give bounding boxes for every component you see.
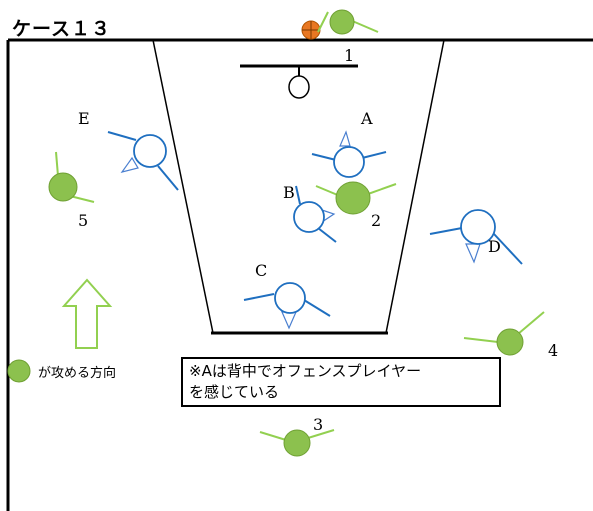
defense-label-d: D: [488, 237, 501, 256]
defense-player-d: [429, 209, 523, 265]
defense-player-b: [293, 185, 337, 243]
legend-text: が攻める方向: [38, 366, 117, 381]
note-line-2: を感じている: [189, 383, 280, 401]
offense-label-2: 2: [371, 211, 381, 230]
defense-player-c: [243, 282, 331, 330]
offense-player-2: [315, 181, 397, 215]
attack-direction-arrow-icon: [61, 278, 113, 349]
paint-lane: [152, 39, 445, 335]
legend-offense-icon: [7, 359, 31, 383]
defense-player-e: [107, 131, 179, 191]
defense-label-b: B: [283, 183, 295, 202]
defense-label-e: E: [78, 109, 90, 128]
offense-label-5: 5: [78, 211, 88, 230]
offense-label-1: 1: [344, 46, 354, 65]
diagram-title: ケース１３: [12, 18, 112, 40]
offense-player-4: [463, 311, 545, 356]
note-line-1: ※Aは背中でオフェンスプレイヤー: [189, 362, 422, 380]
hoop: [288, 75, 310, 99]
defense-player-a: [311, 130, 387, 178]
note-box: ※Aは背中でオフェンスプレイヤー を感じている: [181, 357, 501, 407]
ball-icon: [301, 20, 321, 40]
offense-label-3: 3: [313, 415, 323, 434]
defense-label-c: C: [255, 261, 267, 280]
offense-player-1: [317, 9, 379, 35]
offense-player-5: [48, 151, 95, 203]
offense-label-4: 4: [548, 341, 558, 360]
offense-player-3: [259, 429, 335, 457]
defense-label-a: A: [360, 109, 373, 128]
